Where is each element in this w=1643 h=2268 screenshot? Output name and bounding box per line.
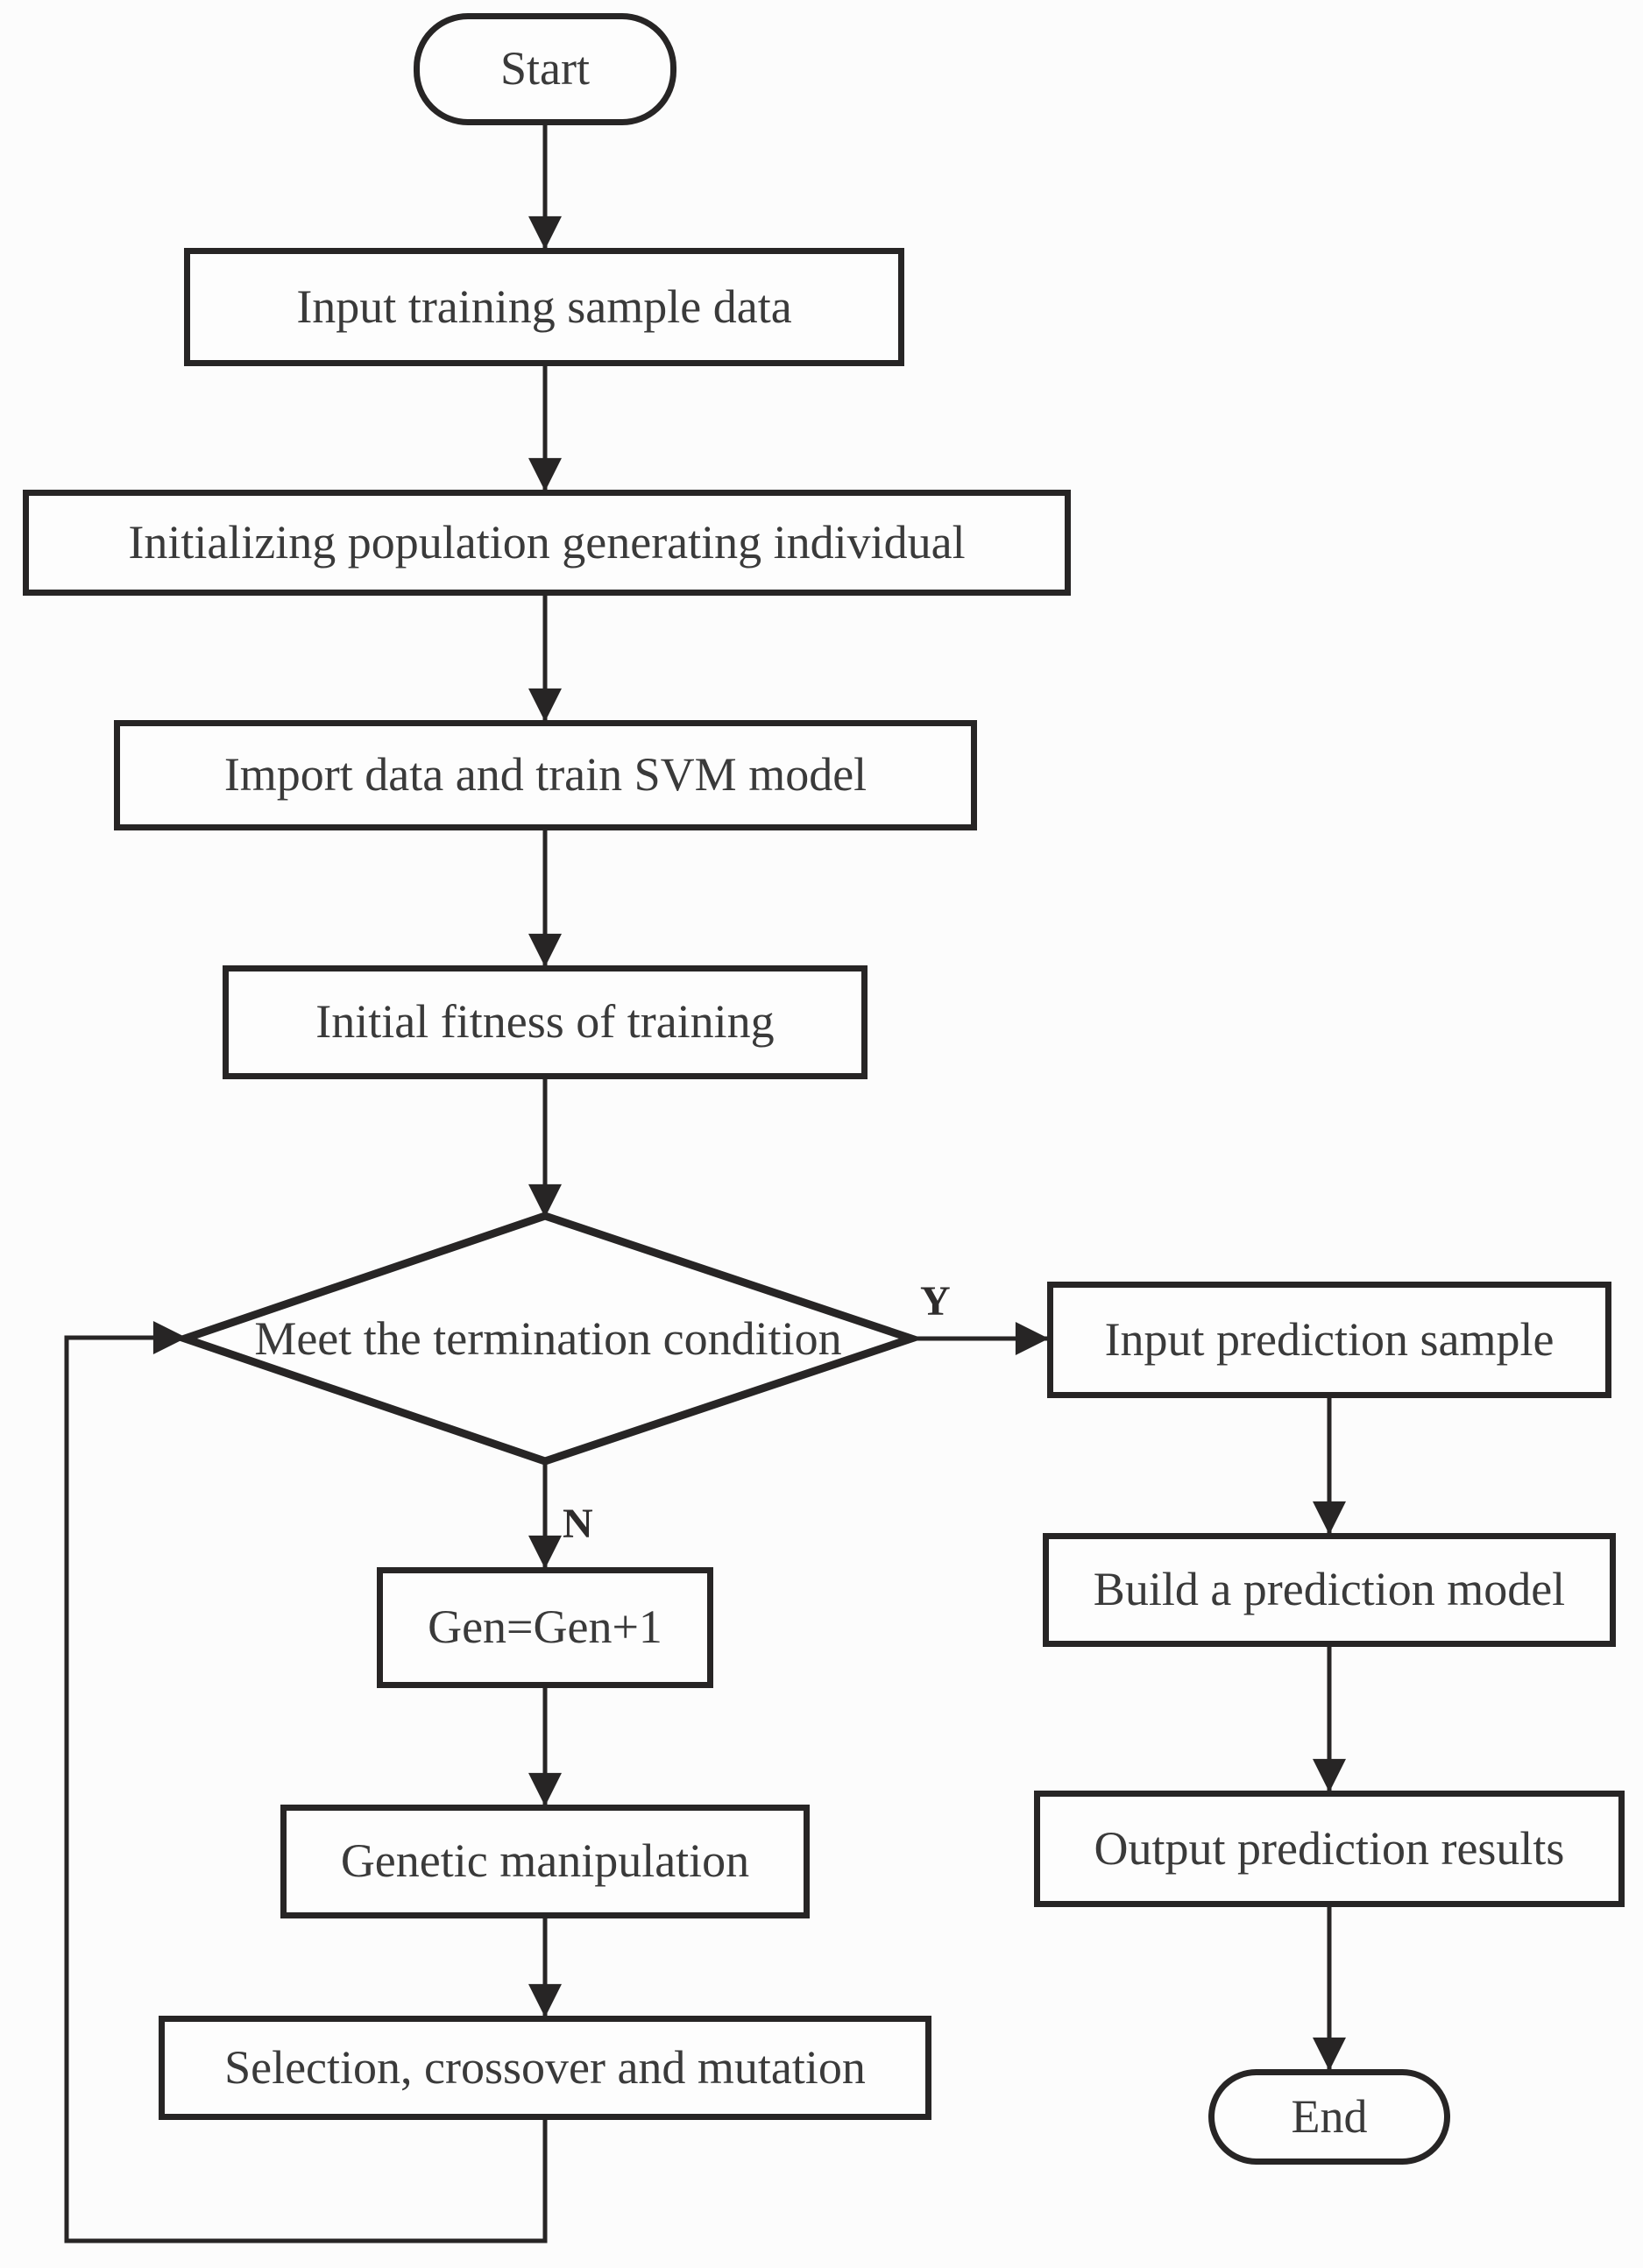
node-init-population: Initializing population generating indiv… xyxy=(23,490,1071,596)
node-input-prediction: Input prediction sample xyxy=(1047,1282,1611,1398)
feedback-loop-line xyxy=(64,1321,548,2243)
node-output-prediction-results: Output prediction results xyxy=(1034,1791,1625,1907)
node-build-prediction-model: Build a prediction model xyxy=(1043,1533,1616,1647)
node-genetic-manipulation: Genetic manipulation xyxy=(280,1805,810,1918)
node-gen-increment: Gen=Gen+1 xyxy=(377,1567,713,1688)
node-initial-fitness: Initial fitness of training xyxy=(223,965,868,1079)
node-input-training: Input training sample data xyxy=(184,248,904,366)
decision-meet-termination-label: Meet the termination condition xyxy=(254,1312,842,1365)
node-start: Start xyxy=(414,13,676,125)
node-end: End xyxy=(1208,2069,1450,2165)
branch-label-no: N xyxy=(563,1501,593,1547)
node-selection-crossover-mutation: Selection, crossover and mutation xyxy=(159,2016,931,2120)
branch-label-yes: Y xyxy=(920,1278,951,1325)
node-import-train-svm: Import data and train SVM model xyxy=(114,720,977,830)
